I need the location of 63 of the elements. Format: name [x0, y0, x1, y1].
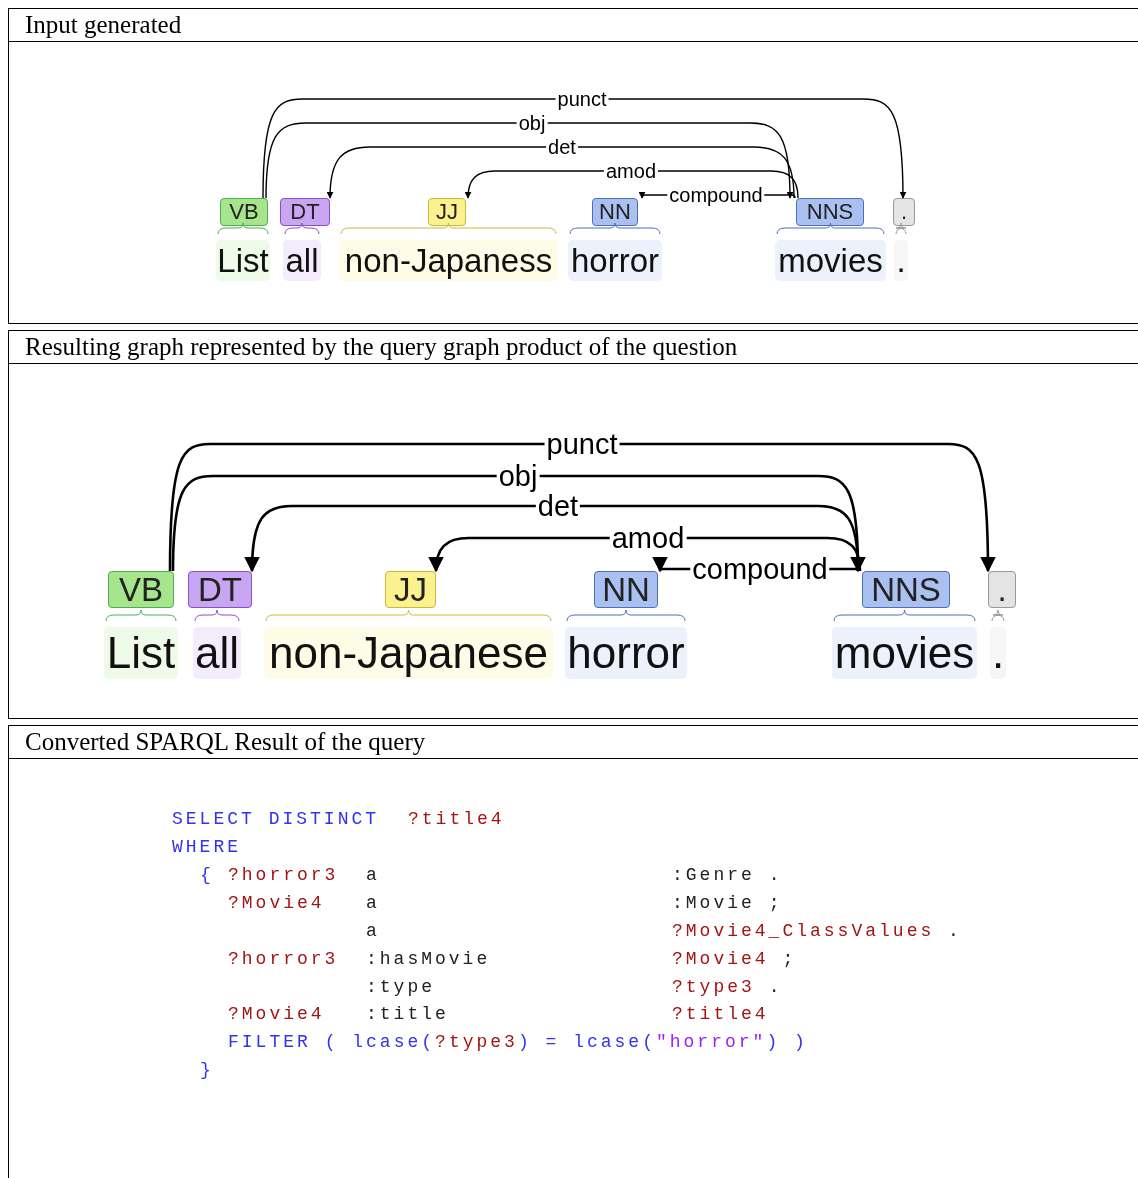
edge-label: obj	[496, 461, 540, 491]
pos-tag: DT	[280, 198, 330, 226]
code-line: a	[366, 892, 380, 915]
token-word: movies	[832, 627, 977, 679]
edge-label: amod	[604, 161, 658, 181]
edge-label: punct	[555, 89, 609, 109]
edge-label: compound	[690, 554, 830, 584]
code-line: :type	[366, 976, 435, 999]
code-line: WHERE	[172, 836, 241, 859]
edge-label: det	[546, 137, 578, 157]
code-line: ?type3 .	[672, 976, 783, 999]
token-word: List	[216, 240, 270, 281]
pos-tag: .	[893, 198, 915, 226]
code-line: ?title4	[408, 808, 505, 831]
code-line: ?Movie4_ClassValues .	[672, 920, 962, 943]
token-word: horror	[568, 240, 662, 281]
pos-tag: JJ	[385, 571, 436, 608]
edge-label: compound	[667, 185, 765, 205]
code-line: }	[200, 1059, 214, 1082]
pos-tag: NN	[592, 198, 638, 226]
token-word: non-Japaness	[339, 240, 558, 281]
panel-heading: Converted SPARQL Result of the query	[25, 727, 426, 757]
token-word: horror	[565, 627, 687, 679]
code-line: :Movie ;	[672, 892, 783, 915]
code-line: a	[366, 864, 380, 887]
code-line: {	[200, 864, 214, 887]
code-line: ?Movie4	[228, 892, 325, 915]
pos-tag: VB	[108, 571, 174, 608]
edge-label: obj	[516, 113, 548, 133]
code-line: ?Movie4	[228, 1003, 325, 1026]
panel-frame	[8, 725, 1138, 1178]
pos-tag: NNS	[862, 571, 950, 608]
code-line: SELECT DISTINCT	[172, 808, 380, 831]
code-line: :title	[366, 1003, 449, 1026]
dependency-arrow	[168, 442, 996, 573]
dependency-arrow	[171, 474, 866, 573]
pos-tag: VB	[220, 198, 268, 226]
token-word: movies	[775, 240, 886, 281]
token-word: all	[283, 240, 321, 281]
code-line: ?title4	[672, 1003, 769, 1026]
dependency-arrow	[244, 504, 860, 573]
dependency-arrow	[265, 122, 794, 199]
panel-heading: Resulting graph represented by the query graph product of the question	[25, 332, 738, 362]
token-word: .	[894, 240, 908, 281]
pos-tag: JJ	[428, 198, 466, 226]
token-word: all	[193, 627, 241, 679]
pos-tag: NN	[594, 571, 658, 608]
token-word: non-Japanese	[264, 627, 553, 679]
token-word: List	[104, 627, 178, 679]
code-line: a	[366, 920, 380, 943]
panel-heading: Input generated	[25, 10, 182, 40]
code-line: :hasMovie	[366, 948, 491, 971]
dependency-arrow	[262, 98, 907, 199]
dependency-arrow	[326, 146, 795, 199]
code-line: :Genre .	[672, 864, 783, 887]
code-line: ?horror3	[228, 864, 339, 887]
code-line: ?Movie4 ;	[672, 948, 797, 971]
pos-tag: .	[988, 571, 1016, 608]
token-word: .	[990, 627, 1006, 679]
code-line: FILTER ( lcase(?type3) = lcase("horror") )	[228, 1031, 808, 1054]
pos-tag: NNS	[796, 198, 864, 226]
pos-tag: DT	[188, 571, 252, 608]
code-line: ?horror3	[228, 948, 339, 971]
